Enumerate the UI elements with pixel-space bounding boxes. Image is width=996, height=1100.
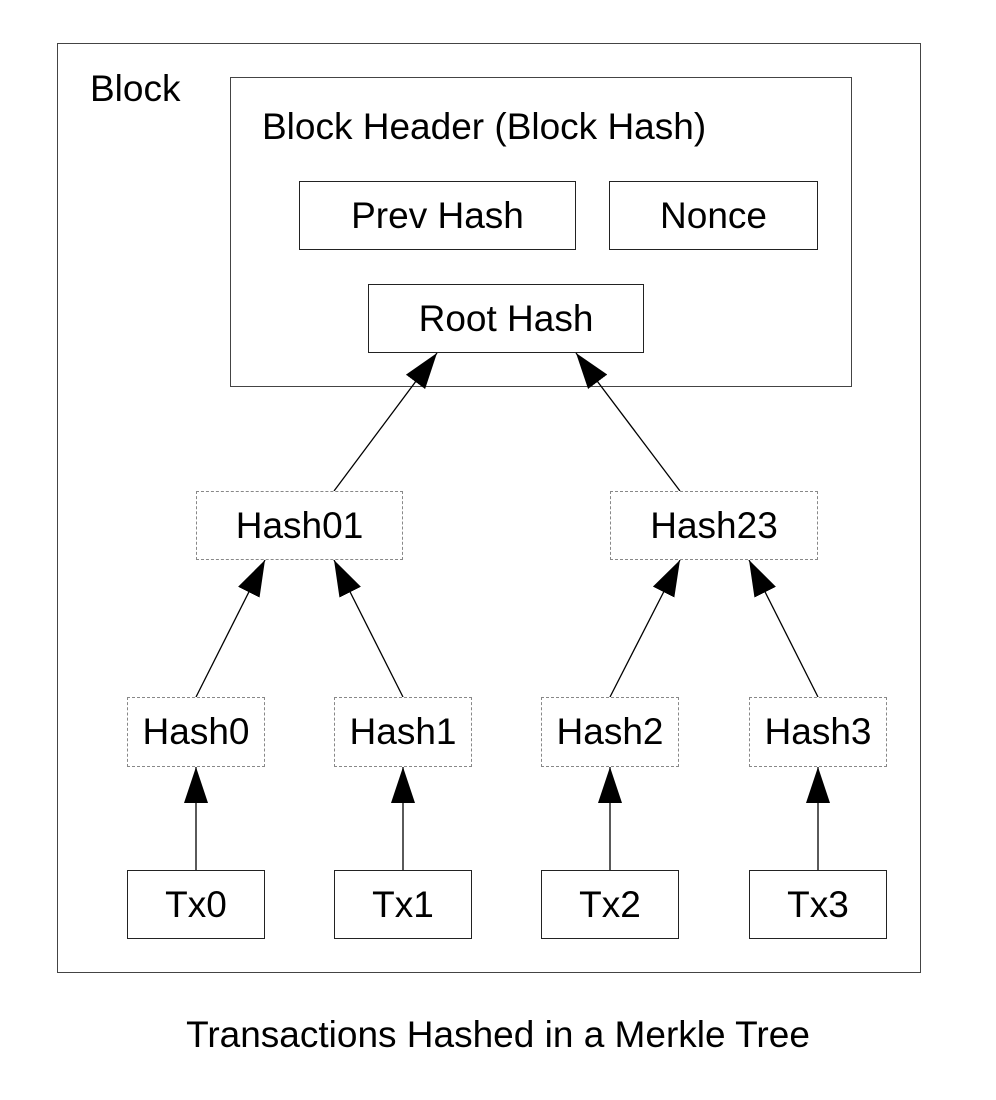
arrow-hash1-hash01 <box>333 559 404 698</box>
tx0-box: Tx0 <box>127 870 265 939</box>
arrow-hash01-root <box>333 352 438 492</box>
tx2-box: Tx2 <box>541 870 679 939</box>
prev-hash-box: Prev Hash <box>299 181 576 250</box>
tx1-box: Tx1 <box>334 870 472 939</box>
hash01-label: Hash01 <box>235 504 364 546</box>
tx1-label: Tx1 <box>372 883 434 925</box>
hash0-label: Hash0 <box>142 711 250 752</box>
tx0-label: Tx0 <box>165 883 227 925</box>
hash01-box: Hash01 <box>196 491 403 560</box>
hash1-label: Hash1 <box>349 711 457 752</box>
hash23-box: Hash23 <box>610 491 818 560</box>
arrow-hash2-hash23 <box>609 559 681 698</box>
tx2-label: Tx2 <box>579 883 641 925</box>
arrow-hash23-root <box>575 352 681 492</box>
hash0-box: Hash0 <box>127 697 265 767</box>
root-hash-label: Root Hash <box>418 297 594 339</box>
hash2-label: Hash2 <box>556 711 664 752</box>
tx3-box: Tx3 <box>749 870 887 939</box>
hash2-box: Hash2 <box>541 697 679 767</box>
arrow-hash3-hash23 <box>748 559 819 698</box>
tx3-label: Tx3 <box>787 883 849 925</box>
root-hash-box: Root Hash <box>368 284 644 353</box>
hash1-box: Hash1 <box>334 697 472 767</box>
prev-hash-label: Prev Hash <box>351 194 524 236</box>
hash3-label: Hash3 <box>764 711 872 752</box>
block-header-label: Block Header (Block Hash) <box>262 106 707 147</box>
arrow-hash0-hash01 <box>195 559 266 698</box>
diagram-caption: Transactions Hashed in a Merkle Tree <box>186 1014 810 1055</box>
nonce-box: Nonce <box>609 181 818 250</box>
block-label: Block <box>90 68 181 109</box>
hash23-label: Hash23 <box>650 504 778 546</box>
nonce-label: Nonce <box>660 194 767 236</box>
hash3-box: Hash3 <box>749 697 887 767</box>
